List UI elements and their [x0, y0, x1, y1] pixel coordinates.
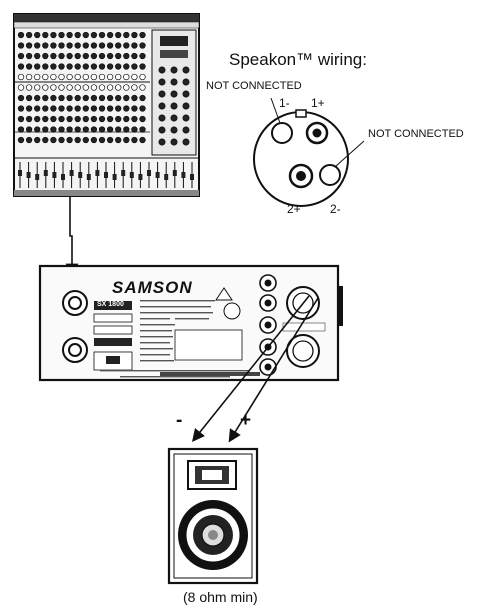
- pin-2-minus: [319, 164, 341, 186]
- pin-1-minus: [271, 122, 293, 144]
- not-connected-right-label: NOT CONNECTED: [368, 128, 464, 140]
- mixer-faders: [18, 162, 194, 188]
- mixer: [13, 13, 200, 197]
- speakon-wiring-title: Speakon™ wiring:: [229, 50, 367, 69]
- mixer-master-section: [158, 66, 190, 146]
- speaker-cabinet: [167, 447, 259, 585]
- amp-model-label: SX 1800: [97, 301, 124, 308]
- amp-input-jack-1: [62, 290, 88, 316]
- power-amplifier-rear-panel: [38, 264, 343, 382]
- speaker-impedance-caption: (8 ohm min): [183, 589, 258, 605]
- polarity-plus-label: +: [240, 410, 252, 431]
- amp-label-text: [100, 300, 250, 378]
- amp-to-speaker-cables: [191, 295, 319, 443]
- pin-label-2-minus: 2-: [330, 202, 341, 216]
- pin-label-1-minus: 1-: [279, 96, 290, 110]
- amp-brand-label: SAMSON: [112, 278, 193, 297]
- amp-input-jack-2: [62, 337, 88, 363]
- mixer-channel-knobs: [14, 31, 150, 144]
- not-connected-left-label: NOT CONNECTED: [206, 80, 302, 92]
- pin-label-2-plus: 2+: [287, 202, 301, 216]
- pin-label-1-plus: 1+: [311, 96, 325, 110]
- mixer-to-amp-cable: [65, 196, 79, 277]
- polarity-minus-label: -: [176, 410, 183, 431]
- speakon-connector-diagram: [253, 97, 365, 207]
